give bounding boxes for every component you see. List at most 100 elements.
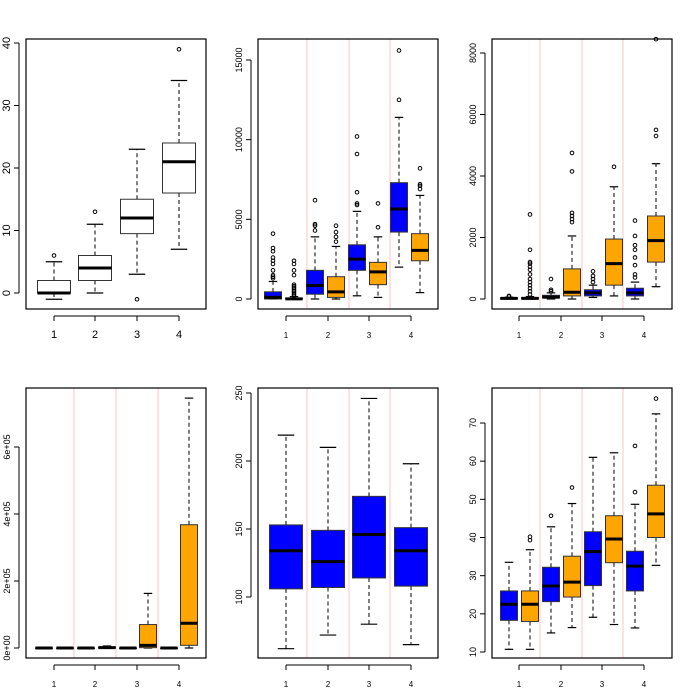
outlier-point bbox=[527, 285, 533, 291]
outlier-point bbox=[590, 273, 596, 279]
x-tick-label: 3 bbox=[135, 680, 140, 689]
outlier-point bbox=[632, 272, 638, 277]
outlier-point bbox=[354, 151, 360, 157]
box-iqr bbox=[521, 590, 539, 622]
outlier-point bbox=[291, 272, 297, 278]
box bbox=[390, 48, 408, 268]
box bbox=[394, 463, 428, 646]
box bbox=[162, 46, 196, 250]
box bbox=[563, 150, 581, 300]
outlier-point bbox=[653, 127, 659, 133]
x-tick-label: 1 bbox=[284, 331, 289, 340]
box bbox=[521, 212, 539, 300]
box bbox=[269, 434, 303, 650]
box bbox=[626, 218, 644, 300]
x-tick-label: 3 bbox=[367, 331, 372, 340]
box bbox=[180, 397, 198, 649]
y-tick-label: 30 bbox=[468, 571, 478, 581]
box bbox=[605, 452, 623, 626]
box bbox=[563, 485, 581, 629]
box-iqr bbox=[311, 529, 345, 588]
y-tick-label: 20 bbox=[468, 609, 478, 619]
y-tick-label: 2e+05 bbox=[2, 568, 12, 593]
x-tick-label: 4 bbox=[176, 329, 182, 341]
box bbox=[98, 645, 116, 650]
outlier-point bbox=[548, 276, 554, 282]
box bbox=[37, 253, 71, 300]
outlier-point bbox=[417, 183, 423, 189]
outlier-point bbox=[176, 46, 182, 52]
outlier-point bbox=[569, 213, 575, 219]
box bbox=[120, 148, 154, 302]
y-tick-label: 10 bbox=[468, 647, 478, 657]
y-tick-label: 150 bbox=[234, 521, 244, 536]
outlier-point bbox=[396, 97, 402, 103]
plot-frame bbox=[491, 38, 673, 310]
outlier-point bbox=[632, 247, 638, 253]
outlier-point bbox=[396, 48, 402, 53]
outlier-point bbox=[270, 268, 276, 273]
box-iqr bbox=[647, 484, 665, 539]
outlier-point bbox=[375, 201, 381, 206]
outlier-point bbox=[134, 296, 140, 302]
outlier-point bbox=[527, 289, 533, 294]
box bbox=[626, 443, 644, 629]
plot-frame bbox=[25, 387, 207, 659]
outlier-point bbox=[632, 255, 638, 260]
outlier-point bbox=[569, 210, 575, 216]
box-iqr bbox=[542, 566, 560, 603]
x-tick-label: 4 bbox=[409, 680, 414, 689]
outlier-point bbox=[548, 513, 554, 519]
x-tick-label: 2 bbox=[326, 331, 331, 340]
x-tick-label: 4 bbox=[177, 680, 182, 689]
y-tick-label: 8000 bbox=[468, 43, 478, 63]
box bbox=[584, 456, 602, 618]
x-tick-label: 1 bbox=[51, 329, 57, 341]
outlier-point bbox=[270, 245, 276, 251]
y-tick-label: 0 bbox=[1, 290, 13, 296]
box bbox=[56, 646, 74, 650]
y-tick-label: 0 bbox=[234, 296, 244, 301]
box-iqr bbox=[369, 261, 387, 286]
y-tick-label: 4e+05 bbox=[2, 501, 12, 526]
y-tick-label: 40 bbox=[1, 37, 13, 49]
outlier-point bbox=[312, 223, 318, 229]
outlier-point bbox=[632, 443, 638, 449]
box bbox=[500, 293, 518, 300]
box bbox=[542, 276, 560, 300]
outlier-point bbox=[527, 264, 533, 270]
outlier-point bbox=[417, 181, 423, 187]
x-tick-label: 4 bbox=[409, 331, 414, 340]
outlier-point bbox=[632, 489, 638, 495]
box-iqr bbox=[162, 142, 196, 194]
outlier-point bbox=[291, 258, 297, 264]
y-tick-label: 10 bbox=[1, 224, 13, 236]
box-iqr bbox=[327, 276, 345, 298]
x-tick-label: 1 bbox=[517, 331, 522, 340]
box-iqr bbox=[264, 291, 282, 300]
outlier-point bbox=[312, 197, 318, 203]
outlier-point bbox=[527, 267, 533, 273]
outlier-point bbox=[312, 221, 318, 227]
box-iqr bbox=[394, 527, 428, 587]
box bbox=[285, 258, 303, 301]
box bbox=[500, 561, 518, 650]
box bbox=[78, 209, 112, 294]
outlier-point bbox=[527, 247, 533, 253]
y-tick-label: 10000 bbox=[234, 127, 244, 152]
box-iqr bbox=[563, 268, 581, 297]
plot-frame bbox=[257, 38, 439, 310]
x-tick-label: 3 bbox=[600, 680, 605, 689]
box-iqr bbox=[563, 555, 581, 598]
outlier-point bbox=[527, 276, 533, 282]
outlier-point bbox=[548, 287, 554, 293]
box-iqr bbox=[352, 495, 386, 579]
x-tick-label: 4 bbox=[642, 680, 647, 689]
outlier-point bbox=[333, 223, 339, 229]
box bbox=[647, 396, 665, 566]
outlier-point bbox=[653, 133, 659, 139]
y-tick-label: 100 bbox=[234, 589, 244, 604]
outlier-point bbox=[291, 268, 297, 273]
y-tick-label: 6000 bbox=[468, 104, 478, 124]
